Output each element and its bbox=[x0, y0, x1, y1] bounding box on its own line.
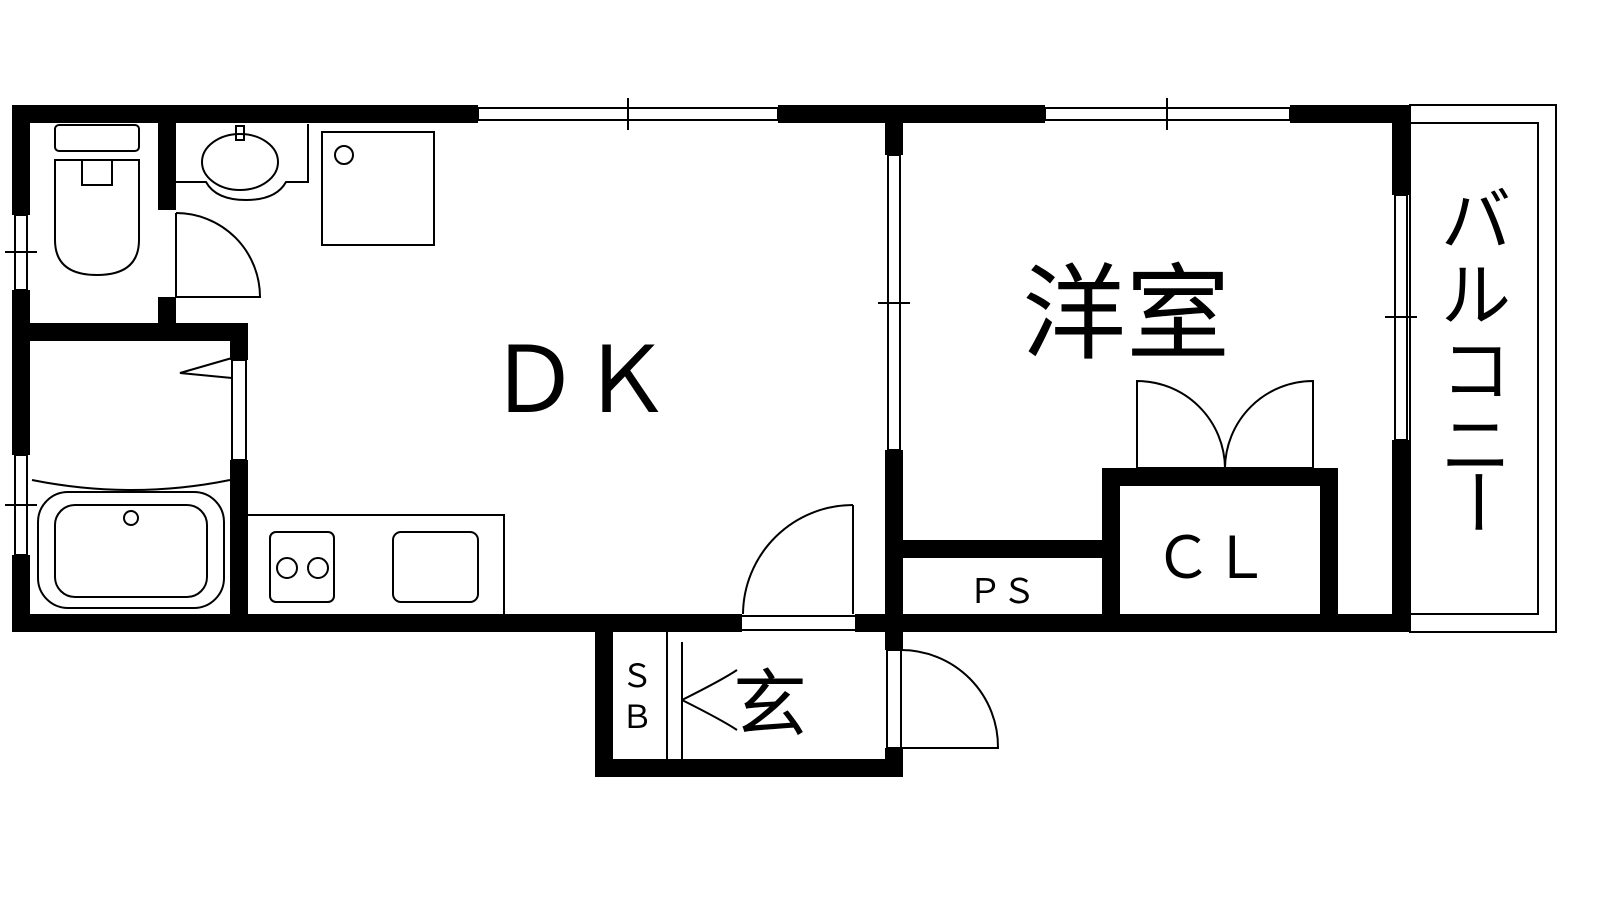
shoe-box-label-b: Ｂ bbox=[621, 698, 653, 736]
entrance-label: 玄 bbox=[733, 662, 807, 748]
western-room-label: 洋室 bbox=[1022, 253, 1230, 375]
closet-label: ＣＬ bbox=[1154, 524, 1270, 592]
balcony-char: ル bbox=[1441, 255, 1511, 337]
balcony-char: コ bbox=[1441, 330, 1511, 412]
labels: ＤＫ 洋室 ＣＬ ＰＳ Ｓ Ｂ 玄 バ ル コ ニ ー bbox=[488, 180, 1517, 748]
thin-lines bbox=[5, 98, 1557, 759]
shoe-box-label-s: Ｓ bbox=[621, 657, 653, 695]
balcony-char: ー bbox=[1435, 467, 1517, 537]
balcony-char: ニ bbox=[1441, 405, 1511, 487]
walls bbox=[12, 105, 1410, 777]
pipe-space-label: ＰＳ bbox=[968, 572, 1036, 612]
balcony-char: バ bbox=[1441, 180, 1511, 262]
dk-label: ＤＫ bbox=[488, 327, 672, 434]
